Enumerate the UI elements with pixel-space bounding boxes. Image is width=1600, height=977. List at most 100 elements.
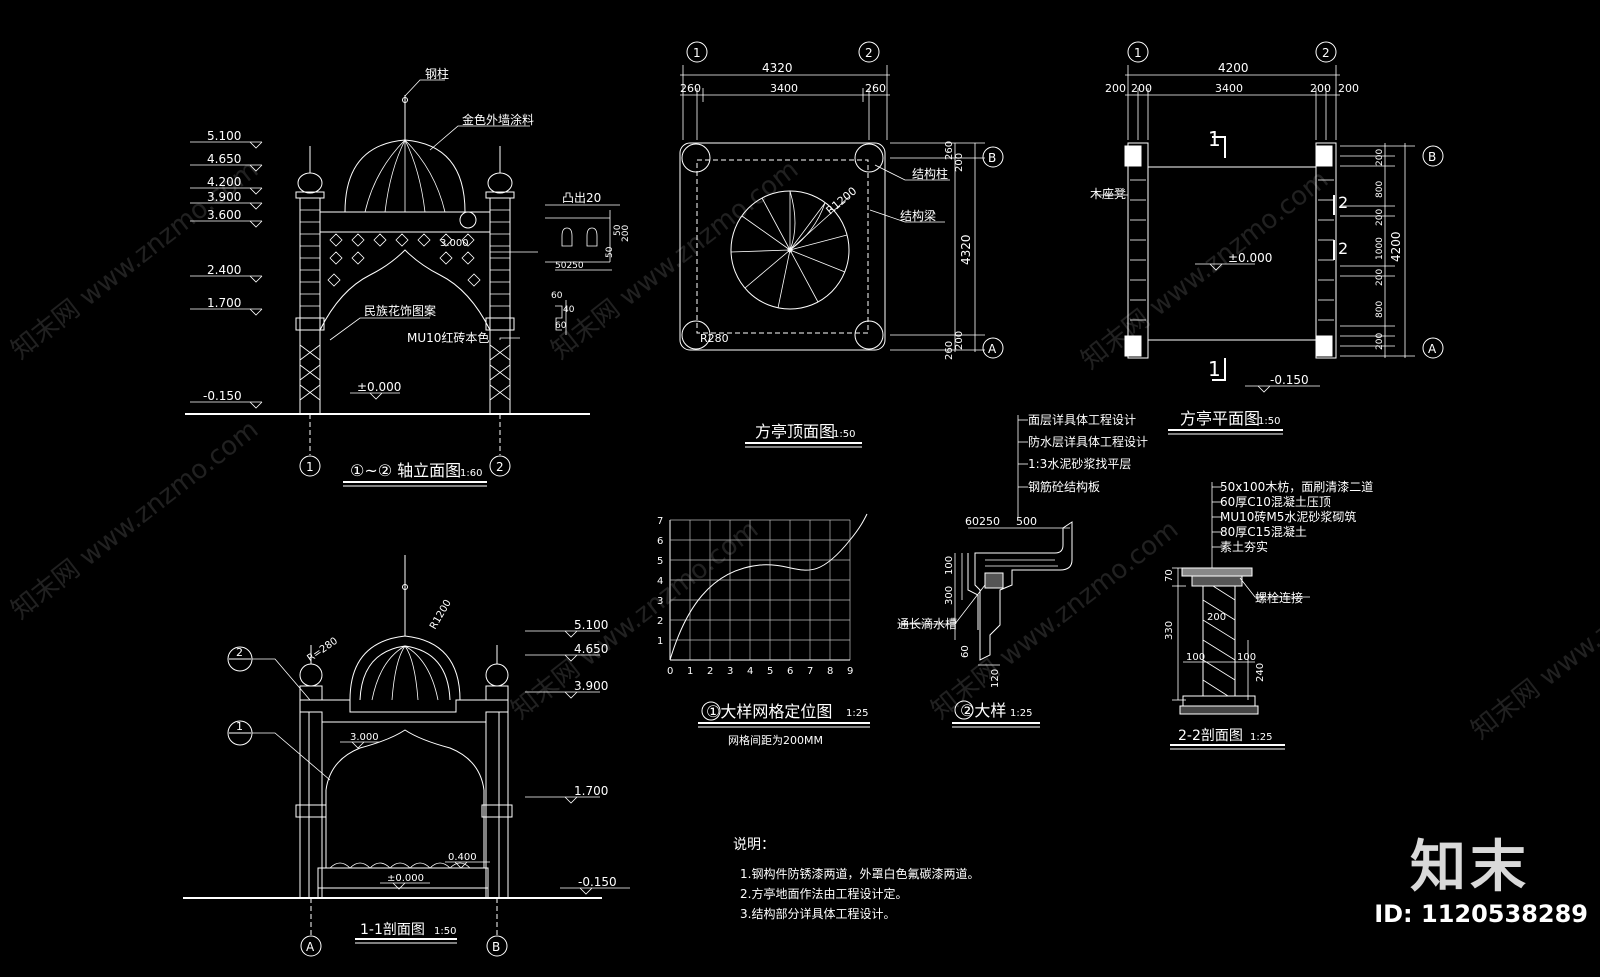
- level-label: 1.700: [207, 296, 241, 310]
- elevation-scale: 1:60: [460, 468, 482, 479]
- notes-block: 说明： 1.钢构件防锈漆两道，外罩白色氟碳漆两道。 2.方亭地面作法由工程设计定…: [733, 837, 979, 921]
- detail-dim: 50: [605, 246, 615, 258]
- detail-dim: 100: [1186, 652, 1205, 663]
- y-tick-label: 1: [657, 636, 663, 647]
- axis-bubble: [1422, 337, 1444, 359]
- level-label: 3.900: [207, 190, 241, 204]
- roof-plan-title: 方亭顶面图: [755, 422, 835, 441]
- y-tick-label: 4: [657, 576, 663, 587]
- axis-bubble: [982, 337, 1004, 359]
- grid-chart-scale: 1:25: [846, 708, 868, 719]
- axis-label: 2: [865, 46, 873, 60]
- label-ethnic-pattern: 民族花饰图案: [364, 303, 436, 318]
- detail-dim: 70: [1164, 569, 1175, 582]
- floor-plan-scale: 1:50: [1258, 416, 1280, 427]
- layer-label: 50x100木枋，面刷清漆二道: [1220, 479, 1373, 494]
- section11-scale: 1:50: [434, 926, 456, 937]
- dim-sub: 260: [865, 82, 886, 95]
- dim-side-total: 4200: [1389, 231, 1403, 262]
- axis-bubble: [1127, 41, 1149, 63]
- dim-sub: 200: [1105, 82, 1126, 95]
- dim-side: 200: [1375, 149, 1385, 166]
- detail-dim: 50: [613, 224, 623, 236]
- axis-bubble: [300, 935, 322, 957]
- callout-label: 2: [236, 646, 243, 659]
- image-id: ID: 1120538289: [1374, 900, 1588, 928]
- x-tick-label: 0: [667, 666, 673, 677]
- note-item: 3.结构部分详具体工程设计。: [740, 906, 895, 921]
- cut-mark: 1: [1208, 357, 1221, 381]
- watermark: 知末网 www.znzmo.com: [6, 415, 264, 626]
- detail2-title: ②大样: [960, 701, 1006, 720]
- dome-radius: R1200: [824, 184, 860, 217]
- label-gold-paint: 金色外墙涂料: [462, 112, 534, 127]
- axis-bubble: [489, 455, 511, 477]
- callout-bubble: [954, 700, 974, 720]
- detail-dim: 240: [1255, 663, 1266, 682]
- layer-label: 防水层详具体工程设计: [1028, 434, 1148, 449]
- level-label: 3.900: [574, 679, 608, 693]
- cut-mark: 1: [1208, 127, 1221, 151]
- axis-label: 1: [1134, 46, 1142, 60]
- x-tick-label: 4: [747, 666, 753, 677]
- detail-dim: 50250: [555, 261, 584, 271]
- dim-sub: 260: [680, 82, 701, 95]
- dim-side: 800: [1375, 181, 1385, 198]
- section22-scale: 1:25: [1250, 732, 1272, 743]
- level-label: 4.650: [207, 152, 241, 166]
- axis-bubble: [982, 146, 1004, 168]
- dim-side: 200: [1375, 269, 1385, 286]
- label-bolt: 螺栓连接: [1255, 590, 1303, 605]
- axis-label: B: [988, 151, 996, 165]
- y-tick-label: 6: [657, 536, 663, 547]
- section11-title: 1-1剖面图: [360, 922, 425, 938]
- dim-total: 4200: [1218, 61, 1249, 75]
- level-label: 4.650: [574, 642, 608, 656]
- x-tick-label: 1: [687, 666, 693, 677]
- x-tick-label: 3: [727, 666, 733, 677]
- axis-bubble: [299, 455, 321, 477]
- dim-sub: 200: [1338, 82, 1359, 95]
- x-tick-label: 9: [847, 666, 853, 677]
- level-label: 4.200: [207, 175, 241, 189]
- note-item: 2.方亭地面作法由工程设计定。: [740, 886, 907, 901]
- level-label: 1.700: [574, 784, 608, 798]
- y-tick-label: 7: [657, 516, 663, 527]
- dim-side: 1000: [1375, 237, 1385, 260]
- axis-label: A: [1428, 342, 1437, 356]
- layer-label: 80厚C15混凝土: [1220, 524, 1307, 539]
- axis-bubble: [486, 935, 508, 957]
- cut-mark-2: 2: [1338, 239, 1348, 258]
- label-bench: 木座凳: [1090, 186, 1126, 201]
- detail-dim: 60250: [965, 515, 1000, 528]
- note-item: 1.钢构件防锈漆两道，外罩白色氟碳漆两道。: [740, 866, 979, 881]
- level-label: -0.150: [578, 875, 617, 889]
- axis-label: 1: [306, 460, 314, 474]
- dim-sub: 200: [1131, 82, 1152, 95]
- axis-label: B: [1428, 150, 1436, 164]
- dim-side: 200: [1375, 209, 1385, 226]
- detail-2-drawing: 面层详具体工程设计 防水层详具体工程设计 1:3水泥砂浆找平层 钢筋砼结构板 6…: [897, 412, 1148, 728]
- axis-label: B: [492, 940, 500, 954]
- inner-level: 3.000: [350, 732, 379, 743]
- dim-side: 200: [954, 153, 965, 172]
- detail-dim: 60: [960, 645, 971, 658]
- detail-dim: 120: [990, 669, 1001, 688]
- section-2-2-drawing: 50x100木枋，面刷清漆二道 60厚C10混凝土压顶 MU10砖M5水泥砂浆砌…: [1164, 479, 1373, 750]
- floor-plan-drawing: 1 1 2 2 ±0.000 -0.150 木座凳 4200 200 200 3: [1090, 41, 1444, 435]
- level-label: -0.150: [203, 389, 242, 403]
- layer-label: 钢筋砼结构板: [1028, 479, 1100, 494]
- label-protrude: 凸出20: [562, 191, 601, 205]
- y-tick-label: 3: [657, 596, 663, 607]
- detail2-scale: 1:25: [1010, 708, 1032, 719]
- grid-curve: [669, 513, 868, 661]
- floor-level: ±0.000: [1228, 251, 1272, 265]
- dim-side-total: 4320: [959, 234, 973, 265]
- detail-dim: 40: [563, 305, 575, 315]
- notes-heading: 说明：: [733, 837, 775, 853]
- layer-label: MU10砖M5水泥砂浆砌筑: [1220, 509, 1356, 524]
- section22-title: 2-2剖面图: [1178, 728, 1243, 744]
- dim-side: 800: [1375, 301, 1385, 318]
- y-tick-label: 5: [657, 556, 663, 567]
- detail-dim: 300: [944, 586, 955, 605]
